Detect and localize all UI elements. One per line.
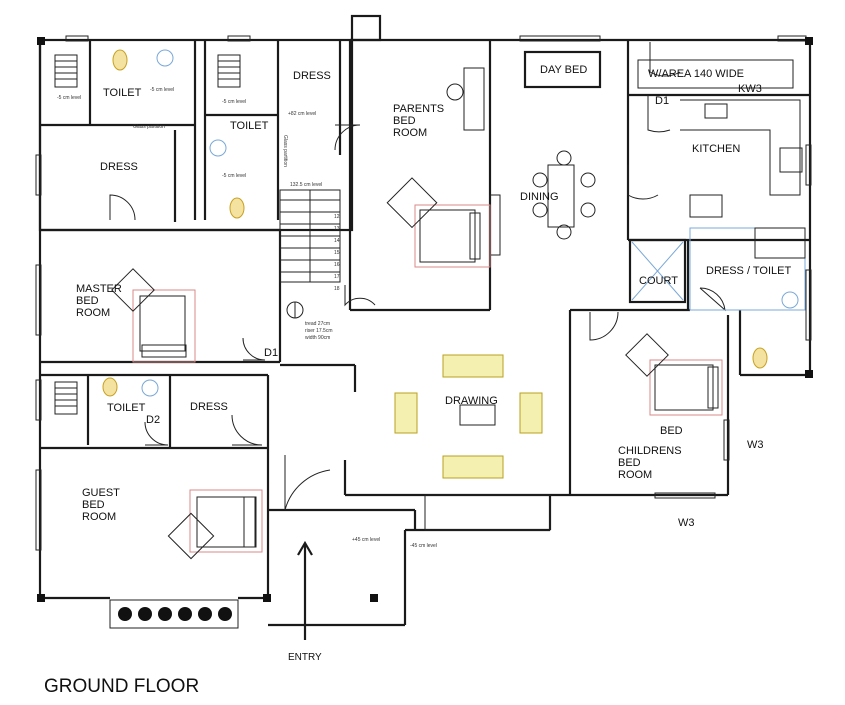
- note-level-5: -5 cm level: [222, 173, 246, 179]
- stair-number: 17: [334, 274, 340, 280]
- label-toilet-1: TOILET: [103, 87, 142, 99]
- columns: [37, 37, 813, 602]
- label-day-bed: DAY BED: [540, 64, 587, 76]
- label-w3-right: W3: [747, 439, 764, 451]
- label-master-3: ROOM: [76, 307, 110, 319]
- stair-number: 12: [334, 214, 340, 220]
- note-level-6: 132.5 cm level: [290, 182, 322, 188]
- note-stair-3: width 90cm: [305, 335, 330, 341]
- entry-arrowhead: [297, 540, 313, 556]
- label-toilet-2: TOILET: [230, 120, 269, 132]
- label-w-area: W/AREA 140 WIDE: [648, 68, 744, 80]
- stair-number: 13: [334, 226, 340, 232]
- planters: [109, 599, 239, 629]
- note-stair-1: tread 27cm: [305, 321, 330, 327]
- label-dress-left: DRESS: [100, 161, 138, 173]
- note-level-1: -5 cm level: [57, 95, 81, 101]
- label-guest-1: GUEST: [82, 487, 120, 499]
- note-partition-1: Glass partition: [133, 124, 165, 130]
- label-dress-top: DRESS: [293, 70, 331, 82]
- windows: [35, 35, 812, 551]
- note-stair-2: riser 17.5cm: [305, 328, 333, 334]
- label-dress-toilet: DRESS / TOILET: [706, 265, 791, 277]
- stair-number: 14: [334, 238, 340, 244]
- note-level-8: -45 cm level: [410, 543, 437, 549]
- fixtures: [54, 49, 806, 415]
- note-level-7: +45 cm level: [352, 537, 380, 543]
- label-guest-2: BED: [82, 499, 105, 511]
- label-kw3: KW3: [738, 83, 762, 95]
- stair-number: 16: [334, 262, 340, 268]
- label-drawing: DRAWING: [445, 395, 498, 407]
- label-children-2: BED: [618, 457, 641, 469]
- label-children-3: ROOM: [618, 469, 652, 481]
- label-bed: BED: [660, 425, 683, 437]
- label-guest-3: ROOM: [82, 511, 116, 523]
- note-level-2: -5 cm level: [150, 87, 174, 93]
- label-d2: D2: [146, 414, 160, 426]
- label-master-1: MASTER: [76, 283, 122, 295]
- label-parents-2: BED: [393, 115, 416, 127]
- label-parents-1: PARENTS: [393, 103, 444, 115]
- label-kitchen: KITCHEN: [692, 143, 740, 155]
- stair-number: 18: [334, 286, 340, 292]
- beds: [111, 177, 723, 560]
- label-court: COURT: [639, 275, 678, 287]
- stair-number: 15: [334, 250, 340, 256]
- label-toilet-3: TOILET: [107, 402, 146, 414]
- label-d1-kitchen: D1: [655, 95, 669, 107]
- label-parents-3: ROOM: [393, 127, 427, 139]
- label-master-2: BED: [76, 295, 99, 307]
- label-w3-bottom: W3: [678, 517, 695, 529]
- note-level-4: +82 cm level: [288, 111, 316, 117]
- plan-title: GROUND FLOOR: [44, 676, 199, 697]
- label-entry: ENTRY: [288, 652, 322, 663]
- sofas: [394, 354, 543, 479]
- label-children-1: CHILDRENS: [618, 445, 682, 457]
- label-dining: DINING: [520, 191, 559, 203]
- label-dress-guest: DRESS: [190, 401, 228, 413]
- staircase: [279, 189, 341, 319]
- note-partition-2: Glass partition: [282, 135, 288, 167]
- note-level-3: -5 cm level: [222, 99, 246, 105]
- label-d1-master: D1: [264, 347, 278, 359]
